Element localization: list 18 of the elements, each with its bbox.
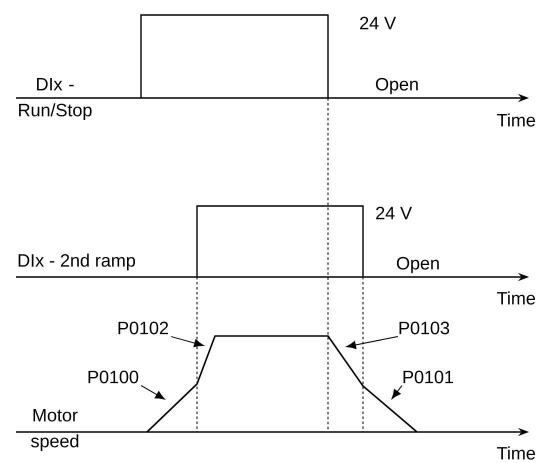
leader-arrow <box>170 336 204 348</box>
parameter-label: P0102 <box>118 322 168 334</box>
parameter-label: P0103 <box>400 322 450 334</box>
leader-arrow <box>140 385 165 400</box>
voltage-label: 24 V <box>360 16 396 30</box>
leader-arrow <box>346 336 398 349</box>
parameter-label: P0101 <box>404 370 454 384</box>
leader-arrow <box>392 385 402 399</box>
voltage-label: 24 V <box>376 206 412 220</box>
signal-name: Motor speed <box>31 409 78 451</box>
state-label: Open <box>396 256 439 274</box>
axis-label: Time <box>497 291 535 305</box>
axis-label: Time <box>497 446 535 460</box>
state-label: Open <box>376 78 418 94</box>
parameter-label: P0100 <box>88 370 138 384</box>
axis-label: Time <box>497 113 535 127</box>
signal-name: DIx - Run/Stop <box>19 78 92 120</box>
signal-name: DIx - 2nd ramp <box>18 254 136 270</box>
